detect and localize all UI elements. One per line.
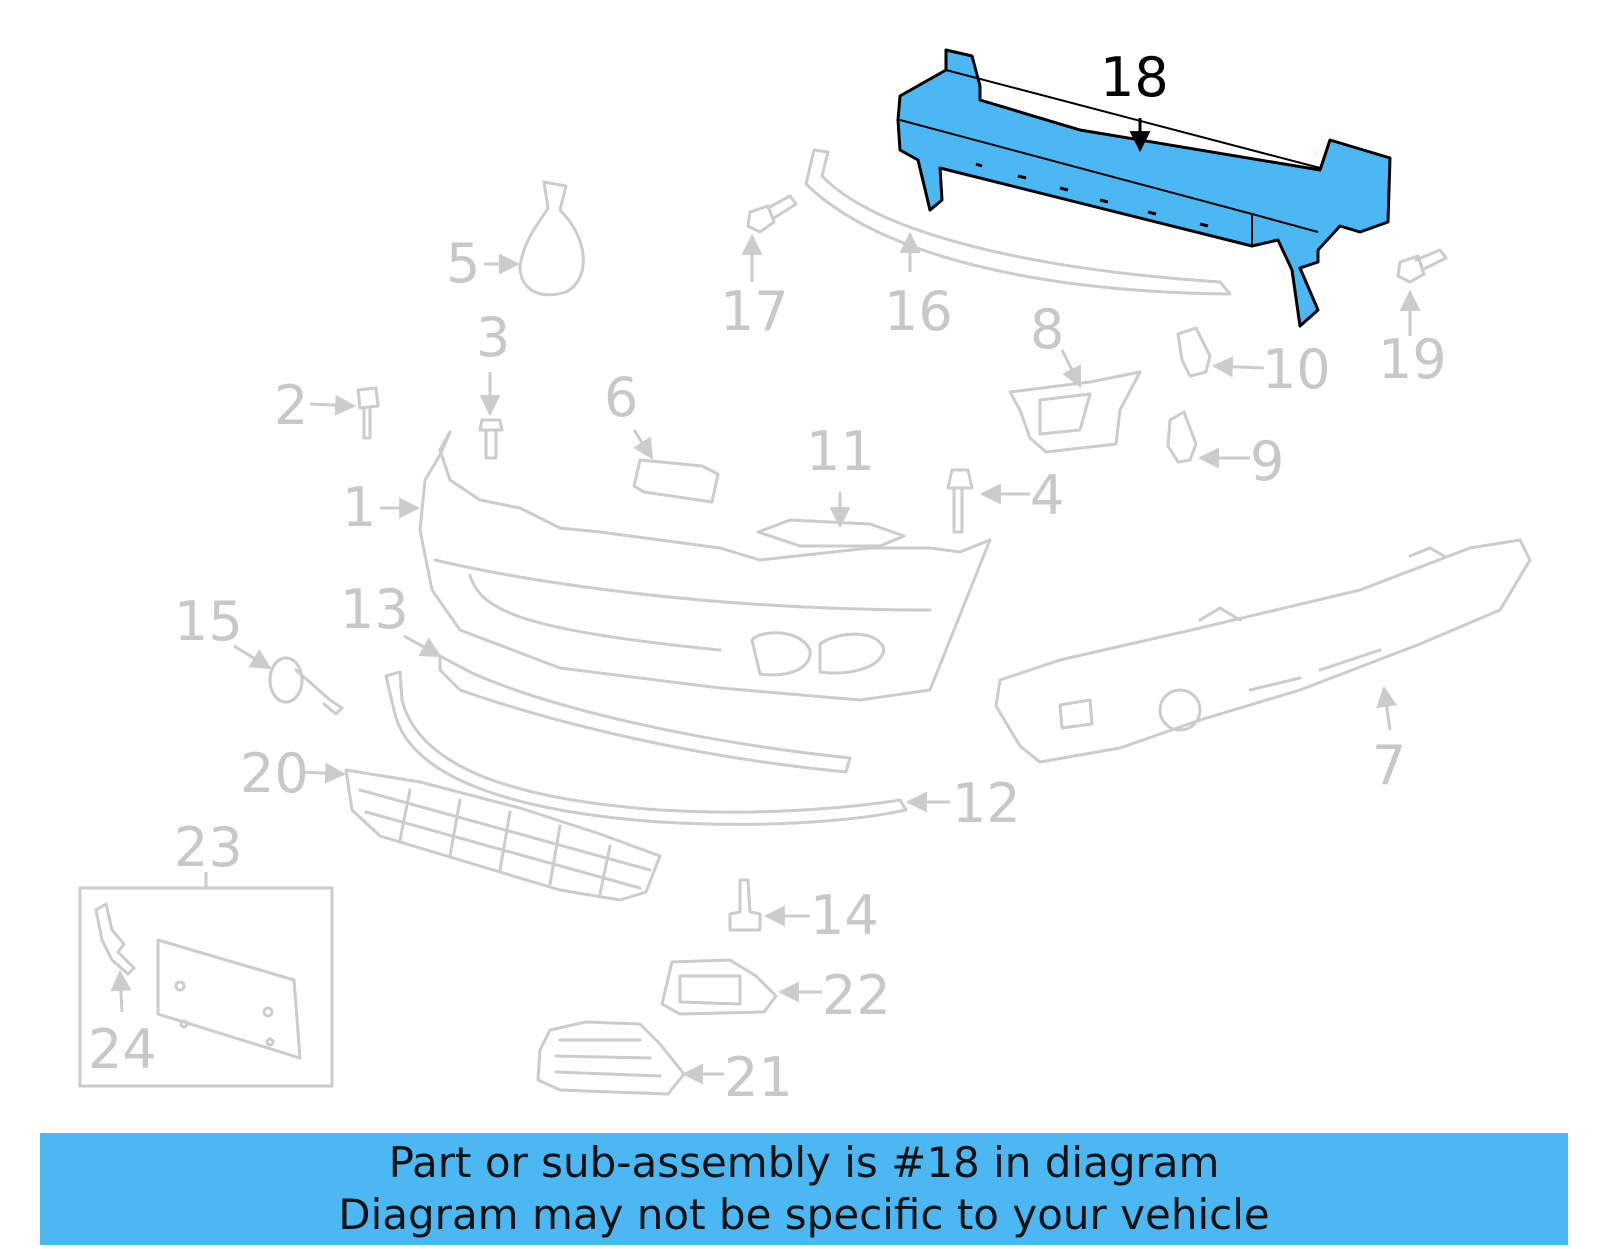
callout-12: 12	[952, 772, 1021, 835]
callout-16: 16	[884, 280, 953, 343]
callout-15: 15	[174, 590, 243, 653]
callout-4: 4	[1030, 464, 1064, 527]
callout-14: 14	[810, 884, 879, 947]
info-banner: Part or sub-assembly is #18 in diagram D…	[40, 1133, 1568, 1245]
part-5-bag[interactable]	[518, 180, 585, 297]
part-18-reinforcement-bar[interactable]	[896, 48, 1392, 328]
part-9-screw[interactable]	[1166, 410, 1198, 464]
callout-24: 24	[88, 1018, 157, 1081]
part-4-bolt[interactable]	[946, 468, 974, 534]
part-11-plate[interactable]	[756, 518, 906, 548]
callout-23: 23	[174, 816, 243, 879]
callout-2: 2	[274, 374, 308, 437]
callout-17: 17	[720, 280, 789, 343]
callout-labels: 18 1 2 3 4 5 6 7 8 9 10 11 12 13 14 15 1…	[88, 46, 1447, 1109]
callout-6: 6	[604, 366, 638, 429]
callout-11: 11	[806, 420, 875, 483]
part-6-cap[interactable]	[632, 458, 720, 504]
callout-22: 22	[822, 964, 891, 1027]
callout-21: 21	[724, 1046, 793, 1109]
part-13-deflector[interactable]	[438, 654, 852, 774]
part-17-bolt[interactable]	[746, 194, 798, 234]
callout-18: 18	[1100, 46, 1169, 109]
leader-arrows	[110, 118, 1421, 1085]
part-20-grille[interactable]	[344, 768, 662, 902]
callout-5: 5	[446, 232, 480, 295]
callout-7: 7	[1372, 734, 1406, 797]
banner-line-part: Part or sub-assembly is #18 in diagram	[388, 1138, 1220, 1187]
part-24-bracket[interactable]	[94, 902, 136, 976]
part-22-bezel[interactable]	[660, 958, 778, 1016]
part-14-bolt[interactable]	[728, 878, 762, 932]
callout-19: 19	[1378, 328, 1447, 391]
callout-20: 20	[240, 742, 309, 805]
part-12-trim-strip[interactable]	[384, 670, 908, 826]
part-21-bezel[interactable]	[536, 1020, 686, 1096]
callout-9: 9	[1250, 430, 1284, 493]
part-7-absorber[interactable]	[994, 538, 1532, 764]
part-16-trim-strip[interactable]	[804, 148, 1232, 296]
callout-1: 1	[342, 476, 376, 539]
part-19-bolt[interactable]	[1396, 248, 1448, 284]
callout-3: 3	[476, 306, 510, 369]
part-3-clip[interactable]	[478, 418, 504, 460]
callout-8: 8	[1030, 298, 1064, 361]
part-8-bracket[interactable]	[1008, 370, 1142, 454]
part-15-plug[interactable]	[268, 656, 344, 716]
part-1-bumper-cover[interactable]	[418, 430, 992, 702]
callout-10: 10	[1262, 338, 1331, 401]
part-10-screw[interactable]	[1176, 326, 1212, 378]
part-2-bolt[interactable]	[356, 386, 380, 440]
banner-line-disclaimer: Diagram may not be specific to your vehi…	[338, 1190, 1270, 1239]
callout-13: 13	[340, 578, 409, 641]
